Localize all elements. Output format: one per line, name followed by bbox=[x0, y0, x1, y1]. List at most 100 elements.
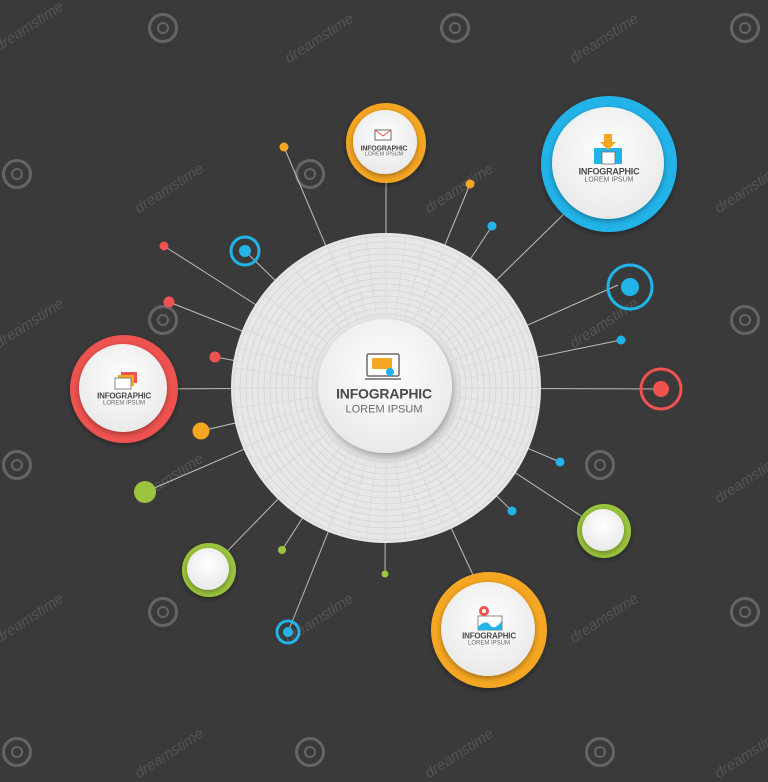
orange-dot bbox=[192, 422, 210, 440]
node-top-right-label: INFOGRAPHIC LOREM IPSUM bbox=[578, 166, 640, 185]
green-dot bbox=[381, 570, 389, 578]
green-dot bbox=[134, 481, 156, 503]
disc-spoke bbox=[395, 236, 407, 315]
watermark-spiral bbox=[730, 305, 760, 335]
blue-dot bbox=[555, 457, 565, 467]
center-title: INFOGRAPHIC bbox=[336, 385, 432, 402]
disc-spoke bbox=[264, 432, 328, 482]
watermark-spiral bbox=[295, 159, 325, 189]
disc-spoke bbox=[327, 456, 359, 530]
folder-download-icon bbox=[594, 134, 622, 165]
watermark-spiral bbox=[148, 13, 178, 43]
watermark-spiral bbox=[585, 450, 615, 480]
top-node-face bbox=[353, 110, 417, 174]
node-icons bbox=[114, 129, 622, 631]
blue-target-ring bbox=[229, 235, 261, 267]
disc-spoke bbox=[404, 240, 426, 317]
node-top-right-subtitle: LOREM IPSUM bbox=[584, 177, 634, 185]
disc-spoke bbox=[422, 451, 463, 521]
green-bubble-right-face bbox=[582, 509, 624, 551]
node-left-subtitle: LOREM IPSUM bbox=[102, 401, 145, 408]
watermark-spiral bbox=[148, 597, 178, 627]
disc-spoke bbox=[404, 459, 426, 536]
monitor-chat-icon bbox=[365, 353, 401, 380]
disc-spoke bbox=[459, 367, 538, 379]
disc-spoke bbox=[238, 348, 315, 370]
disc-spoke bbox=[454, 329, 528, 361]
green-dot bbox=[278, 546, 286, 554]
disc-spoke bbox=[244, 329, 318, 361]
green-bubble-left-face bbox=[187, 548, 229, 590]
node-left-label: INFOGRAPHIC LOREM IPSUM bbox=[97, 391, 151, 408]
watermark-spiral bbox=[295, 737, 325, 767]
disc-spoke bbox=[413, 456, 445, 530]
disc-spoke bbox=[277, 440, 334, 497]
red-dot bbox=[163, 296, 175, 308]
blue-target-dot bbox=[621, 278, 639, 296]
watermark-spiral bbox=[585, 737, 615, 767]
node-top-label: INFOGRAPHIC LOREM IPSUM bbox=[361, 145, 408, 158]
node-top-right-title: INFOGRAPHIC bbox=[578, 166, 640, 177]
disc-spoke bbox=[430, 266, 480, 330]
disc-spoke bbox=[238, 406, 315, 428]
blue-target-dot bbox=[239, 245, 251, 257]
disc-spoke bbox=[413, 246, 445, 320]
disc-spoke bbox=[244, 415, 318, 447]
watermark-spiral bbox=[2, 450, 32, 480]
watermark-spiral bbox=[148, 305, 178, 335]
center-label: INFOGRAPHIC LOREM IPSUM bbox=[336, 386, 432, 415]
blue-dot bbox=[487, 221, 497, 231]
disc-spoke bbox=[234, 367, 313, 379]
disc-spoke bbox=[444, 294, 508, 344]
disc-spoke bbox=[327, 246, 359, 320]
cards-icon bbox=[114, 372, 137, 390]
disc-spoke bbox=[438, 440, 495, 497]
disc-spoke bbox=[292, 266, 342, 330]
watermark-spiral bbox=[730, 597, 760, 627]
node-top-title: INFOGRAPHIC bbox=[360, 145, 408, 153]
red-dot bbox=[159, 241, 169, 251]
node-top-subtitle: LOREM IPSUM bbox=[364, 151, 404, 158]
map-pin-icon bbox=[477, 606, 503, 631]
disc-spoke bbox=[430, 446, 480, 510]
red-target-ring bbox=[639, 367, 683, 411]
blue-target-ring bbox=[275, 619, 301, 645]
orange-dot bbox=[465, 179, 475, 189]
disc-spoke bbox=[346, 240, 368, 317]
watermark-spiral bbox=[730, 13, 760, 43]
disc-spoke bbox=[253, 424, 323, 465]
disc-spoke bbox=[309, 451, 350, 521]
blue-target-ring bbox=[606, 263, 654, 311]
envelope-icon bbox=[374, 129, 392, 141]
central-disc bbox=[231, 233, 541, 543]
disc-spoke bbox=[457, 348, 534, 370]
disc-spoke bbox=[449, 311, 519, 352]
disc-spoke bbox=[365, 236, 377, 315]
disc-spoke bbox=[395, 461, 407, 540]
disc-spoke bbox=[253, 311, 323, 352]
watermark-spiral bbox=[2, 159, 32, 189]
disc-spoke bbox=[277, 279, 334, 336]
node-left-title: INFOGRAPHIC bbox=[97, 391, 151, 401]
node-bottom-right-subtitle: LOREM IPSUM bbox=[467, 641, 510, 648]
disc-spoke bbox=[309, 255, 350, 325]
blue-dot bbox=[507, 506, 517, 516]
disc-spoke bbox=[444, 432, 508, 482]
disc-spokes bbox=[233, 235, 539, 541]
red-target-dot bbox=[653, 381, 669, 397]
center-circle bbox=[318, 319, 452, 453]
disc-spoke bbox=[365, 461, 377, 540]
blue-target-dot bbox=[283, 627, 293, 637]
disc-spoke bbox=[459, 397, 538, 409]
disc-spoke bbox=[454, 415, 528, 447]
disc-spoke bbox=[422, 255, 463, 325]
disc-spoke bbox=[234, 397, 313, 409]
node-bottom-right-label: INFOGRAPHIC LOREM IPSUM bbox=[462, 631, 516, 648]
node-bottom-right-title: INFOGRAPHIC bbox=[462, 631, 516, 641]
disc-spoke bbox=[346, 459, 368, 536]
watermark-spiral bbox=[440, 13, 470, 43]
red-dot bbox=[209, 351, 221, 363]
blue-dot bbox=[616, 335, 626, 345]
